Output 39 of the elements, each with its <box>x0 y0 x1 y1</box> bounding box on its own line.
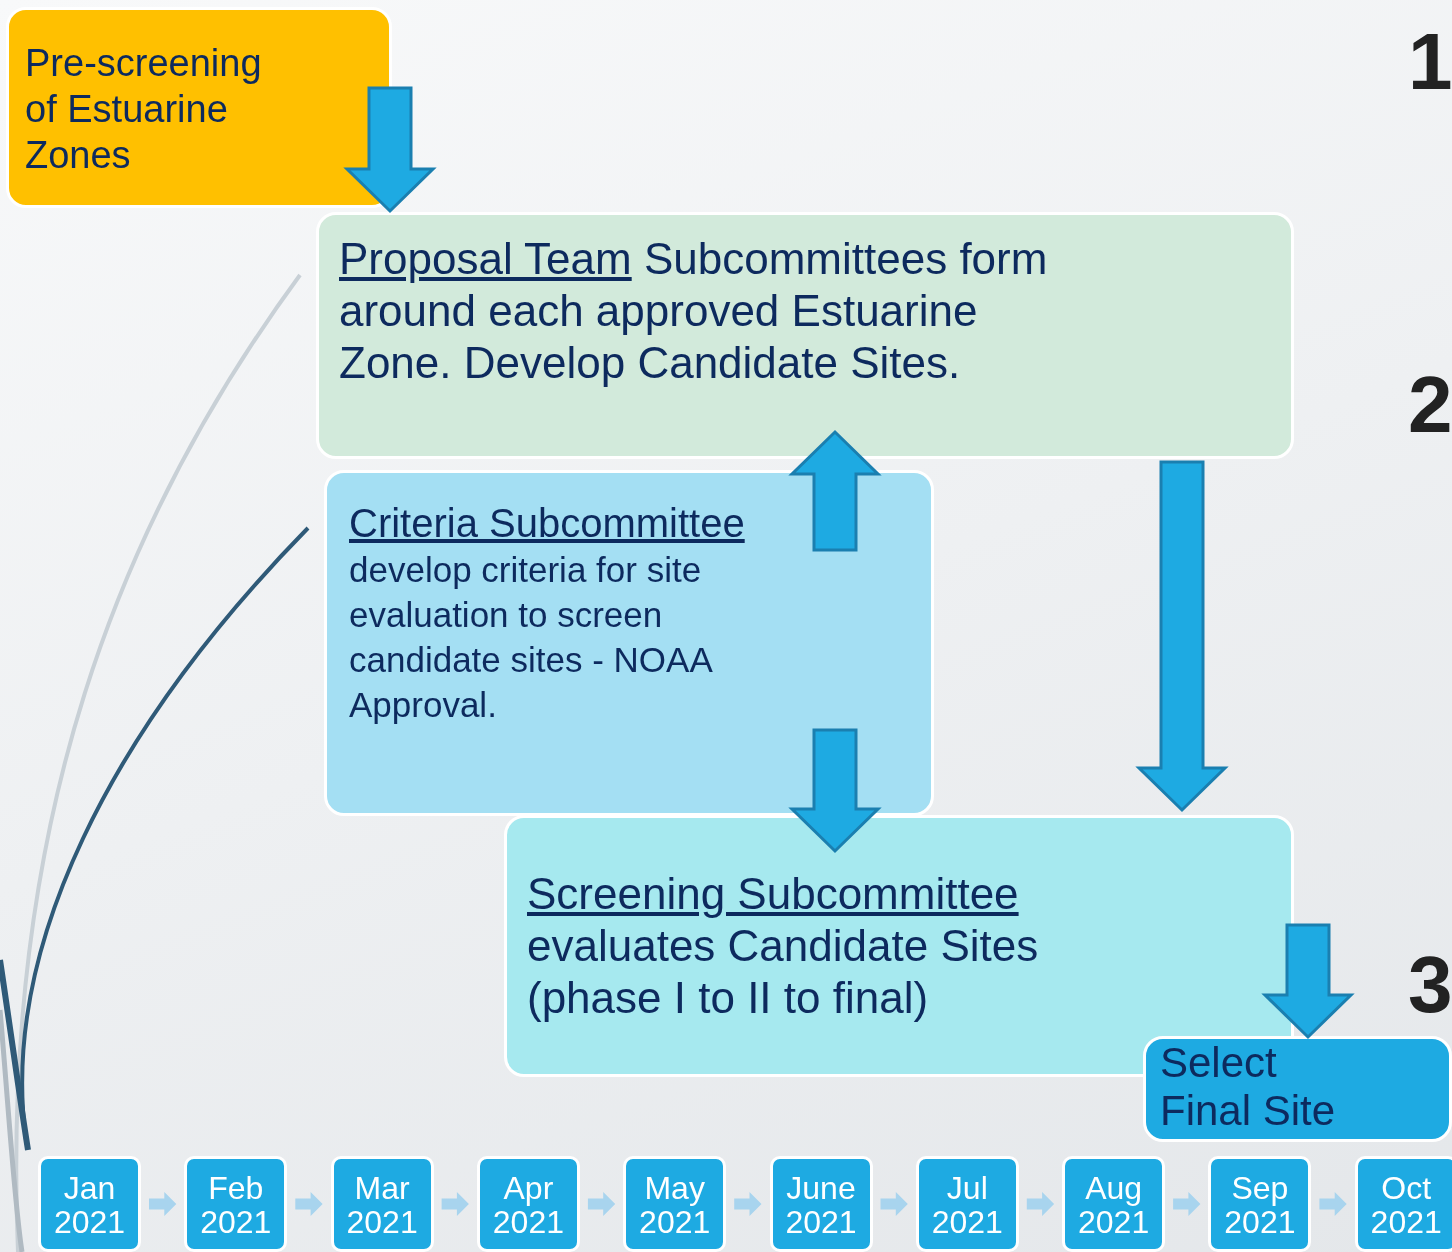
arrow <box>441 1192 469 1216</box>
arrow <box>1319 1192 1347 1216</box>
month-box: Apr 2021 <box>476 1156 580 1252</box>
step-number: 3 <box>1408 945 1452 1025</box>
arrow <box>587 1192 616 1216</box>
month-box: Jul 2021 <box>915 1156 1019 1252</box>
month-box: Mar 2021 <box>330 1156 434 1252</box>
month-box: Jan 2021 <box>38 1156 141 1252</box>
month-box: June 2021 <box>769 1156 873 1252</box>
process-box <box>324 470 934 816</box>
arrow <box>788 728 882 854</box>
arrow <box>343 86 437 214</box>
result-box <box>1143 1036 1452 1142</box>
step-number: 1 <box>1408 22 1452 102</box>
arrow <box>295 1192 323 1216</box>
process-box <box>316 212 1294 459</box>
box-heading: Screening Subcommittee <box>527 868 1020 920</box>
process-box <box>6 7 392 208</box>
arrow <box>1026 1192 1055 1216</box>
arrow <box>734 1192 762 1216</box>
arrow <box>880 1192 908 1216</box>
box-text: Pre-screening of Estuarine Zones <box>25 41 263 178</box>
arrow <box>1135 460 1229 813</box>
arrow <box>1173 1192 1201 1216</box>
arrow <box>788 429 882 552</box>
month-box: Aug 2021 <box>1062 1156 1166 1252</box>
arrow <box>149 1192 177 1216</box>
step-number: 2 <box>1408 365 1452 445</box>
month-box: May 2021 <box>623 1156 727 1252</box>
month-box: Feb 2021 <box>184 1156 288 1252</box>
box-text: develop criteria for site evaluation to screen candidate sites - NOAA Approval. <box>349 549 713 726</box>
month-box: Sep 2021 <box>1208 1156 1312 1252</box>
box-heading: Criteria Subcommittee <box>349 500 746 547</box>
arrow <box>1261 923 1355 1040</box>
process-box <box>504 815 1294 1077</box>
box-text: evaluates Candidate Sites (phase I to II to final) <box>527 920 1040 1024</box>
box-text: Select Final Site <box>1160 1039 1337 1135</box>
box-text: Proposal Team Subcommittees form around each approved Estuarine Zone. Develop Candidate Sites. <box>339 233 1049 389</box>
month-box: Oct 2021 <box>1354 1156 1452 1252</box>
